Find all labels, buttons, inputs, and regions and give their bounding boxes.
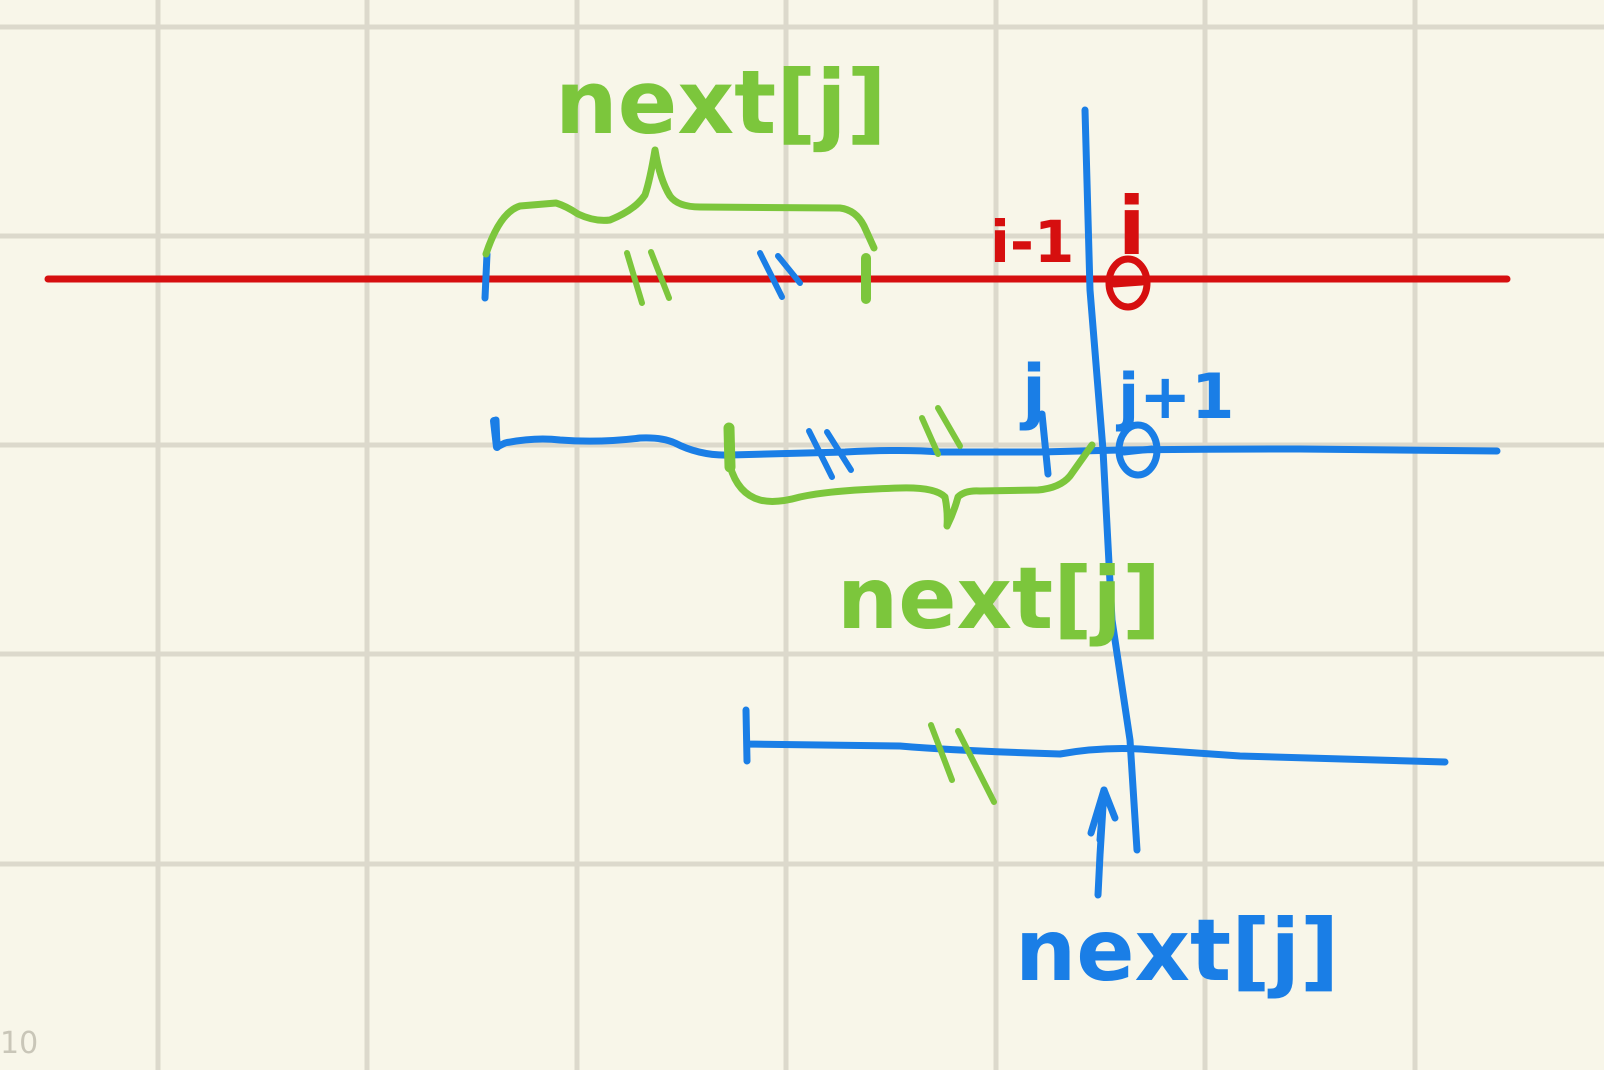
- blue-pattern-line-middle: [492, 416, 1501, 459]
- green-tick-middle-left: [723, 422, 736, 473]
- blue-label-j: j: [1019, 350, 1046, 432]
- blue-position-j-plus-1-mark: [1115, 421, 1161, 479]
- label-i: i: [1118, 180, 1145, 273]
- blue-equal-mark-top: [757, 250, 803, 300]
- label-i-minus-1: i-1: [990, 208, 1074, 276]
- blue-pattern-middle-start-tick: [490, 417, 501, 451]
- blue-label-j-plus-1: j+1: [1115, 360, 1234, 433]
- blue-vertical-divider: [1081, 106, 1141, 854]
- green-equal-mark-middle: [919, 405, 963, 457]
- blue-equal-mark-middle: [806, 428, 854, 480]
- blue-arrow-up: [1087, 786, 1119, 899]
- green-label-next-top: next[j]: [555, 51, 887, 154]
- green-brace-middle: [726, 441, 1096, 530]
- blue-pattern-line-bottom: [742, 706, 1449, 766]
- blue-tick-middle-j: [1038, 410, 1052, 478]
- green-equal-mark-bottom: [928, 722, 997, 805]
- green-label-next-middle: next[j]: [837, 549, 1161, 649]
- green-equal-mark-top: [624, 249, 672, 306]
- blue-label-next-bottom: next[j]: [1015, 901, 1339, 1001]
- page-number: 10: [0, 1026, 39, 1061]
- green-brace-top: [482, 146, 878, 258]
- red-position-i-mark: [1105, 255, 1151, 311]
- red-line-boundary-ticks: [481, 250, 871, 304]
